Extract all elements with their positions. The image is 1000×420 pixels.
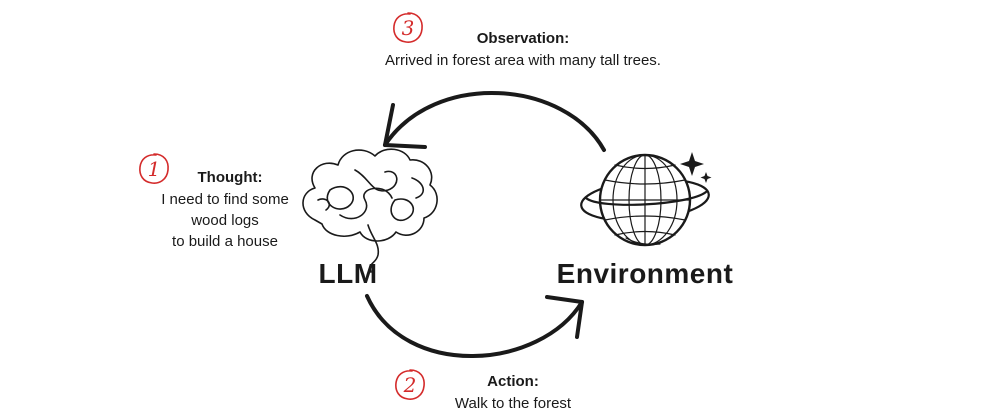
brain-icon — [302, 148, 438, 273]
observation-arrow — [383, 91, 606, 152]
globe-icon — [580, 152, 712, 247]
environment-label: Environment — [556, 258, 734, 289]
action-title: Action: — [487, 373, 539, 390]
action-arrow — [365, 294, 584, 358]
thought-line-1: I need to find some — [161, 191, 289, 208]
thought-title: Thought: — [197, 169, 263, 186]
thought-line-2: wood logs — [191, 212, 259, 229]
step-2-number: 2 — [403, 373, 417, 397]
action-body: Walk to the forest — [454, 395, 572, 412]
step-2-badge: 2 — [393, 368, 427, 402]
llm-label: LLM — [318, 258, 378, 289]
observation-title: Observation: — [476, 30, 570, 47]
thought-line-3: to build a house — [172, 233, 278, 250]
step-3-number: 3 — [401, 16, 415, 40]
step-1-badge: 1 — [137, 152, 171, 186]
step-1-number: 1 — [147, 157, 161, 181]
step-3-badge: 3 — [391, 11, 425, 45]
observation-body: Arrived in forest area with many tall tr… — [385, 52, 661, 69]
